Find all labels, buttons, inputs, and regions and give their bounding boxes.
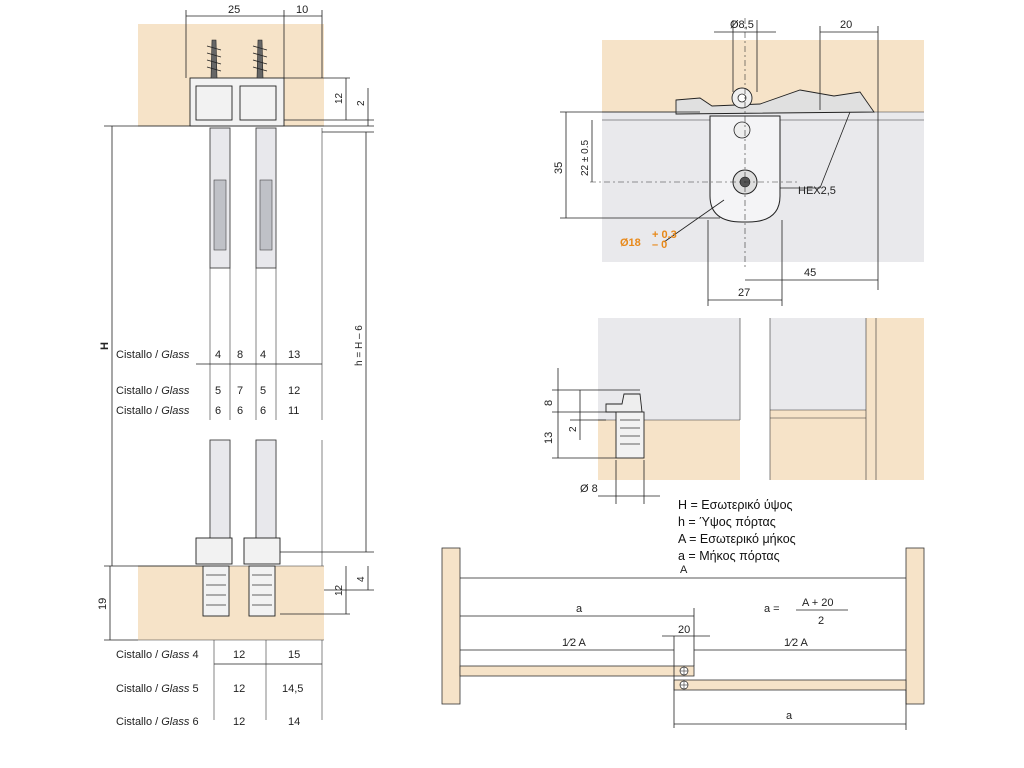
dim-h: h = H – 6 <box>354 325 365 366</box>
right-top-detail: Ø8,5 20 35 22 ± 0.5 HEX2,5 Ø18 + 0.3 – 0… <box>553 18 924 306</box>
right-wall <box>905 547 925 705</box>
dim-22: 22 ± 0.5 <box>580 139 591 176</box>
dim-a-top: a <box>576 603 583 615</box>
svg-text:12: 12 <box>233 683 245 695</box>
roller-hanger <box>675 89 875 115</box>
svg-text:15: 15 <box>288 649 300 661</box>
dim-dia-18: Ø18 <box>620 237 641 249</box>
dim-19: 19 <box>97 598 109 610</box>
svg-text:Cistallo / Glass 6: Cistallo / Glass 6 <box>116 716 199 728</box>
svg-text:Cistallo / Glass: Cistallo / Glass <box>116 405 190 417</box>
dim-27: 27 <box>738 287 750 299</box>
ceiling-wood <box>602 40 924 112</box>
svg-text:Cistallo / Glass 5: Cistallo / Glass 5 <box>116 683 199 695</box>
legend: H = Εσωτερικό ύψος h = Ύψος πόρτας A = Ε… <box>678 498 796 563</box>
svg-text:8: 8 <box>237 349 243 361</box>
svg-text:Cistallo / Glass: Cistallo / Glass <box>116 349 190 361</box>
legend-h: h = Ύψος πόρτας <box>678 515 776 529</box>
svg-text:6: 6 <box>237 405 243 417</box>
dim-half-A-right: 1⁄2 A <box>784 637 809 649</box>
svg-text:11: 11 <box>288 405 299 417</box>
dim-13: 13 <box>543 432 555 444</box>
dim-45: 45 <box>804 267 816 279</box>
bottom-guide <box>243 537 281 565</box>
legend-a: a = Μήκος πόρτας <box>678 549 780 563</box>
screw-icon <box>206 39 222 79</box>
formula-numerator: A + 20 <box>802 597 834 609</box>
svg-text:6: 6 <box>215 405 221 417</box>
dim-2: 2 <box>568 426 579 432</box>
bottom-wood-profile <box>138 566 324 640</box>
svg-text:5: 5 <box>215 385 221 397</box>
bottom-guide <box>195 537 233 565</box>
svg-text:Cistallo / Glass 4: Cistallo / Glass 4 <box>116 649 199 661</box>
dim-12-top: 12 <box>334 92 345 104</box>
svg-text:12: 12 <box>288 385 300 397</box>
left-wall <box>441 547 461 705</box>
legend-H: H = Εσωτερικό ύψος <box>678 498 793 512</box>
glass-table-top: Cistallo / Glass 4 8 4 13 Cistallo / Gla… <box>116 349 300 417</box>
glass-table-bottom: Cistallo / Glass 4 12 15 Cistallo / Glas… <box>116 649 303 728</box>
svg-text:14: 14 <box>288 716 300 728</box>
dim-H: H <box>99 342 111 350</box>
svg-text:7: 7 <box>237 385 243 397</box>
formula-lhs: a = <box>764 603 780 615</box>
svg-text:– 0: – 0 <box>652 239 667 251</box>
svg-text:4: 4 <box>260 349 266 361</box>
hex-label: HEX2,5 <box>798 185 836 197</box>
svg-text:4: 4 <box>215 349 221 361</box>
dim-4-bottom: 4 <box>356 576 367 582</box>
dim-8: 8 <box>543 400 555 406</box>
dim-25: 25 <box>228 4 240 16</box>
svg-text:+ 0.3: + 0.3 <box>652 229 677 241</box>
right-middle-detail: 8 2 13 Ø 8 <box>543 318 924 504</box>
dim-20: 20 <box>840 19 852 31</box>
dim-a-bottom: a <box>786 710 793 722</box>
svg-text:Cistallo / Glass: Cistallo / Glass <box>116 385 190 397</box>
dim-10: 10 <box>296 4 308 16</box>
formula-denominator: 2 <box>818 615 824 627</box>
svg-text:14,5: 14,5 <box>282 683 303 695</box>
legend-A: A = Εσωτερικό μήκος <box>678 532 796 546</box>
left-section-view: 25 10 12 2 H h = H – 6 19 12 4 Cistal <box>97 4 374 728</box>
svg-text:5: 5 <box>260 385 266 397</box>
svg-text:12: 12 <box>233 649 245 661</box>
dim-2-top: 2 <box>356 100 367 106</box>
dim-35: 35 <box>553 162 565 174</box>
door-front <box>459 665 695 677</box>
dim-dia-8: Ø 8 <box>580 483 598 495</box>
svg-text:12: 12 <box>233 716 245 728</box>
dim-A: A <box>680 564 688 576</box>
svg-text:6: 6 <box>260 405 266 417</box>
screw-icon <box>252 39 268 79</box>
door-back <box>673 679 907 691</box>
svg-text:13: 13 <box>288 349 300 361</box>
dim-half-A-left: 1⁄2 A <box>562 637 587 649</box>
dim-dia-8-5: Ø8,5 <box>730 19 754 31</box>
dim-12-bottom: 12 <box>334 584 345 596</box>
bottom-plan-view: A a a = A + 20 2 1⁄2 A 1⁄2 A 20 a <box>441 547 925 730</box>
dim-20-overlap: 20 <box>678 624 690 636</box>
